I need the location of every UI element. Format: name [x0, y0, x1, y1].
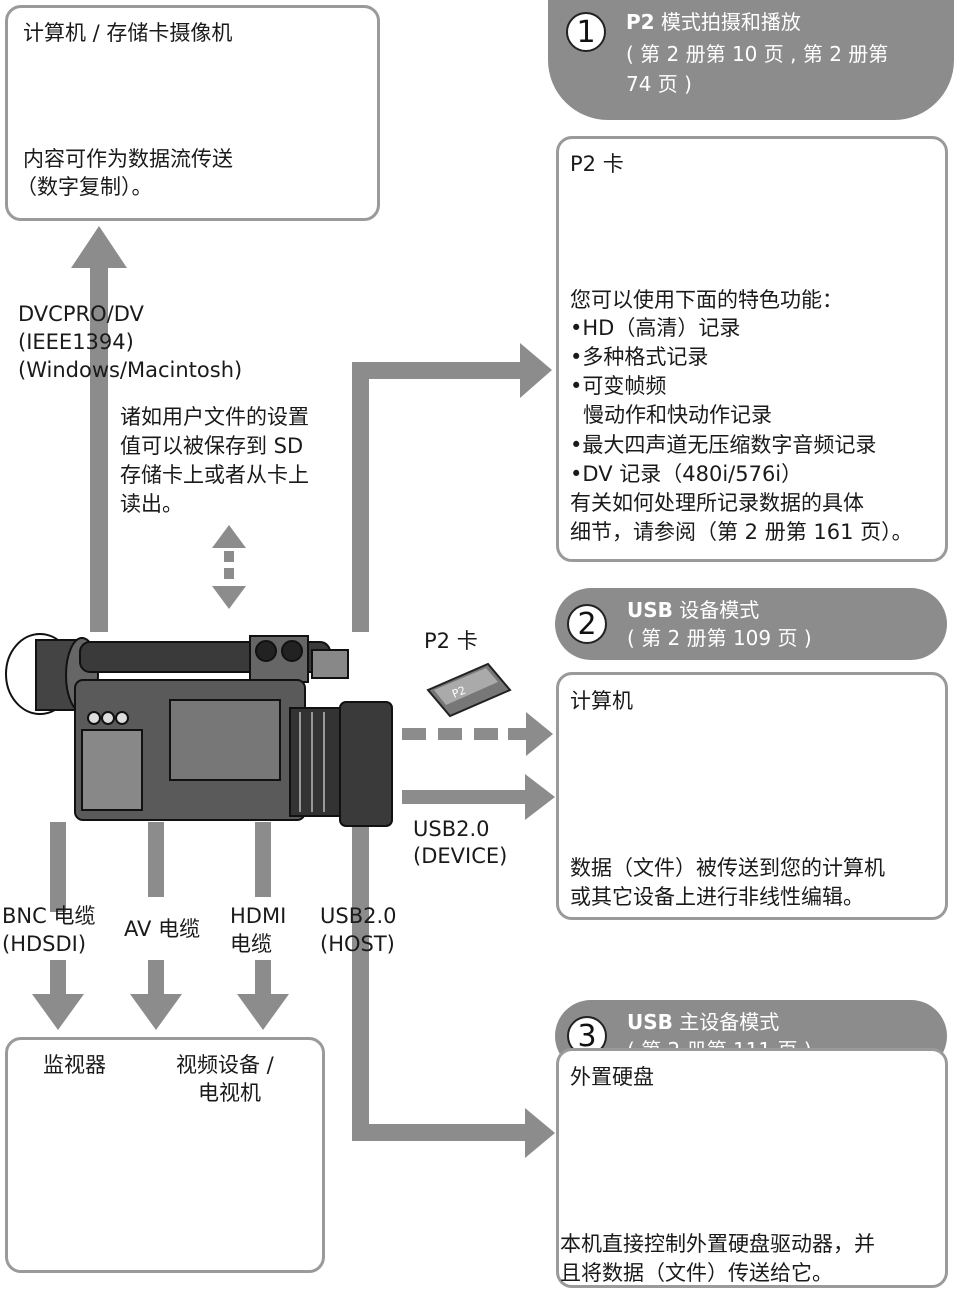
p2-card-small-image: P2	[426, 662, 512, 718]
mode1-ref-1: ( 第 2 册第 10 页 , 第 2 册第	[626, 42, 889, 66]
bnc-cable-label-2: (HDSDI)	[2, 932, 87, 956]
computer-box-title: 计算机 / 存储卡摄像机	[23, 21, 233, 45]
p2-box-title: P2 卡	[570, 152, 624, 176]
mode1-title: P2 模式拍摄和播放	[626, 10, 801, 35]
computer-recorder-box: 计算机 / 存储卡摄像机 内容可作为数据流传送 （数字复制）。	[5, 5, 380, 221]
usb-device-label-1: USB2.0	[413, 817, 490, 841]
p2-feature-1: •HD（高清）记录	[570, 316, 741, 340]
p2-feature-sub: 慢动作和快动作记录	[583, 403, 772, 427]
mode1-title-bold: P2	[626, 10, 655, 34]
pc-box-title: 计算机	[570, 689, 633, 713]
p2-card-label: P2 卡	[424, 629, 478, 653]
p2-box-intro: 您可以使用下面的特色功能：	[570, 288, 843, 312]
p2-feature-5: •DV 记录（480i/576i）	[570, 462, 803, 486]
arrow-av-down	[130, 822, 182, 1030]
mode2-title-bold: USB	[627, 598, 673, 622]
mode2-title: USB 设备模式	[627, 598, 759, 623]
mode1-title-rest: 模式拍摄和播放	[654, 10, 801, 34]
usb-device-label-2: (DEVICE)	[413, 844, 508, 868]
hdmi-cable-label-1: HDMI	[230, 904, 287, 928]
sd-note-4: 读出。	[120, 492, 183, 516]
external-hdd-box: 外置硬盘 本机直接控制外置硬盘驱动器，并 且将数据（文件）传送给它。	[556, 1048, 948, 1288]
p2-feature-2-text: 多种格式记录	[582, 345, 709, 369]
sd-note-1: 诸如用户文件的设置	[120, 405, 309, 429]
mode1-number: 1	[566, 12, 606, 52]
av-cable-label: AV 电缆	[124, 917, 201, 941]
p2-feature-2: •多种格式记录	[570, 345, 709, 369]
video-device-label-1: 视频设备 /	[176, 1053, 274, 1077]
p2-feature-4: •最大四声道无压缩数字音频记录	[570, 433, 877, 457]
p2-feature-5-text: DV 记录（480i/576i）	[582, 462, 803, 486]
hdd-box-desc-1: 本机直接控制外置硬盘驱动器，并	[560, 1232, 875, 1256]
usb-host-label-1: USB2.0	[320, 904, 397, 928]
mode2-number: 2	[567, 604, 607, 644]
p2-feature-3-text: 可变帧频	[582, 374, 667, 398]
svg-text:P2: P2	[450, 684, 468, 701]
bnc-cable-label-1: BNC 电缆	[2, 904, 96, 928]
mode1-ref-2: 74 页 )	[626, 72, 692, 96]
hdd-box-title: 外置硬盘	[570, 1065, 654, 1089]
computer-box-desc-1: 内容可作为数据流传送	[23, 147, 233, 171]
mode3-title: USB 主设备模式	[627, 1010, 779, 1035]
p2-feature-3: •可变帧频	[570, 374, 667, 398]
dvcpro-label-3: (Windows/Macintosh)	[18, 358, 243, 382]
arrow-to-p2-box	[352, 343, 552, 632]
arrow-usb-host	[352, 822, 555, 1158]
sd-note-3: 存储卡上或者从卡上	[120, 463, 309, 487]
hdmi-cable-label-2: 电缆	[230, 932, 272, 956]
p2-card-box: P2 卡 您可以使用下面的特色功能： •HD（高清）记录 •多种格式记录 •可变…	[556, 136, 948, 562]
mode3-title-bold: USB	[627, 1010, 673, 1034]
sd-note-2: 值可以被保存到 SD	[120, 434, 304, 458]
video-device-label-2: 电视机	[198, 1081, 261, 1105]
p2-feature-4-text: 最大四声道无压缩数字音频记录	[582, 433, 877, 457]
pc-box-desc-1: 数据（文件）被传送到您的计算机	[570, 856, 885, 880]
computer-box-desc-2: （数字复制）。	[16, 175, 153, 199]
arrow-hdmi-down	[237, 822, 289, 1030]
mode2-title-rest: 设备模式	[672, 598, 760, 622]
monitor-video-box: 监视器 视频设备 / 电视机	[5, 1037, 325, 1273]
mode2-ref: ( 第 2 册第 109 页 )	[627, 626, 812, 650]
mode2-header: 2 USB 设备模式 ( 第 2 册第 109 页 )	[555, 588, 947, 660]
dvcpro-label-2: (IEEE1394)	[18, 330, 134, 354]
mode3-title-rest: 主设备模式	[672, 1010, 780, 1034]
camcorder-image	[5, 633, 393, 827]
arrow-usb-device	[402, 774, 555, 820]
mode1-header: 1 P2 模式拍摄和播放 ( 第 2 册第 10 页 , 第 2 册第 74 页…	[548, 0, 954, 120]
sd-dotted-arrow	[212, 525, 246, 609]
monitor-label: 监视器	[43, 1053, 106, 1077]
dvcpro-label-1: DVCPRO/DV	[18, 302, 144, 326]
hdd-box-desc-2: 且将数据（文件）传送给它。	[560, 1261, 833, 1285]
arrow-up-to-computer	[71, 226, 127, 632]
arrow-bnc-down	[32, 822, 84, 1030]
pc-box-desc-2: 或其它设备上进行非线性编辑。	[570, 885, 864, 909]
dashed-arrow-to-pc	[402, 712, 553, 756]
p2-feature-1-text: HD（高清）记录	[582, 316, 741, 340]
p2-ref-1: 有关如何处理所记录数据的具体	[570, 491, 864, 515]
pc-box: 计算机 数据（文件）被传送到您的计算机 或其它设备上进行非线性编辑。	[556, 672, 948, 920]
usb-host-label-2: (HOST)	[320, 932, 395, 956]
p2-ref-2: 细节，请参阅（第 2 册第 161 页）。	[570, 520, 913, 544]
